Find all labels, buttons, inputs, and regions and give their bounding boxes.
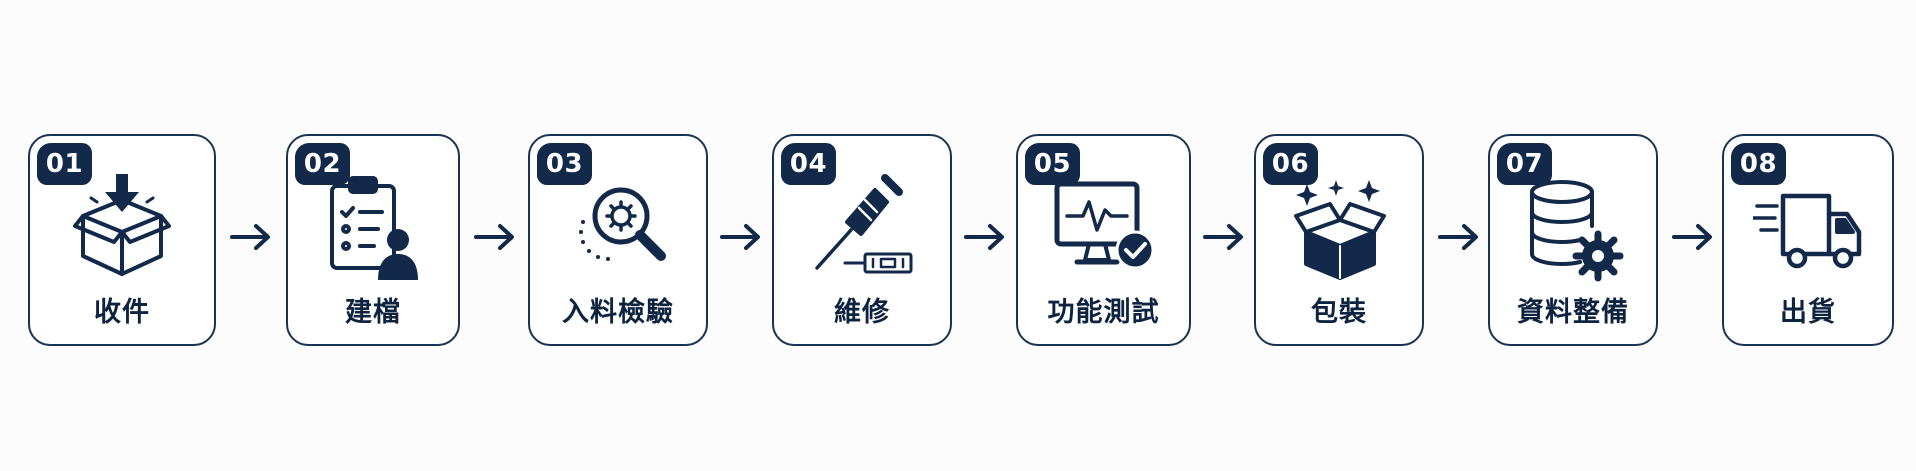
box-receive-icon xyxy=(73,174,171,276)
step-card-08: 08 出貨 xyxy=(1722,134,1894,346)
step-label: 功能測試 xyxy=(1047,297,1160,328)
step-number-badge: 07 xyxy=(1497,143,1552,185)
step-label: 入料檢驗 xyxy=(562,297,674,328)
soldering-iron-icon xyxy=(815,174,913,274)
step-card-04: 04 維修 xyxy=(772,134,952,346)
step-label: 維修 xyxy=(834,297,890,328)
arrow-right-icon xyxy=(1438,224,1478,250)
arrow-right-icon xyxy=(230,224,270,250)
step-number-badge: 01 xyxy=(37,143,92,185)
delivery-truck-icon xyxy=(1753,193,1862,269)
step-label: 建檔 xyxy=(345,297,401,328)
package-sparkle-icon xyxy=(1294,180,1386,280)
step-number-badge: 08 xyxy=(1731,143,1786,185)
step-label: 收件 xyxy=(94,297,150,328)
magnifier-gear-icon xyxy=(579,187,666,261)
step-number-badge: 06 xyxy=(1263,143,1318,185)
step-card-03: 03 入料檢驗 xyxy=(528,134,708,346)
arrow-right-icon xyxy=(964,224,1004,250)
step-card-02: 02 建檔 xyxy=(286,134,460,346)
step-card-07: 07 資料整備 xyxy=(1488,134,1658,346)
step-card-05: 05 功能測試 xyxy=(1016,134,1191,346)
monitor-check-icon xyxy=(1054,181,1154,270)
arrow-right-icon xyxy=(474,224,514,250)
clipboard-person-icon xyxy=(330,176,418,280)
arrow-right-icon xyxy=(720,224,760,250)
step-label: 出貨 xyxy=(1780,297,1836,328)
step-card-06: 06 包裝 xyxy=(1254,134,1424,346)
arrow-right-icon xyxy=(1203,224,1243,250)
step-number-badge: 02 xyxy=(295,143,350,185)
arrow-right-icon xyxy=(1672,224,1712,250)
step-label: 包裝 xyxy=(1311,297,1367,328)
step-number-badge: 03 xyxy=(537,143,592,185)
step-number-badge: 05 xyxy=(1025,143,1080,185)
database-gear-icon xyxy=(1530,180,1624,282)
step-card-01: 01 收件 xyxy=(28,134,216,346)
step-label: 資料整備 xyxy=(1517,297,1629,328)
step-number-badge: 04 xyxy=(781,143,836,185)
